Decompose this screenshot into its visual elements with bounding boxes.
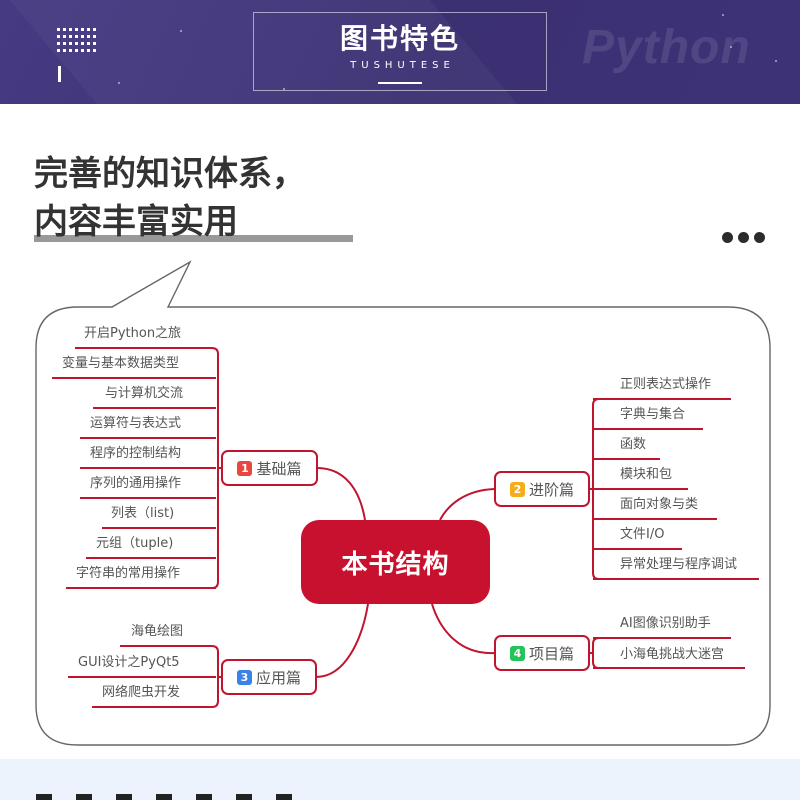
- leaf-item: 开启Python之旅: [84, 326, 182, 341]
- headline: 完善的知识体系， 内容丰富实用: [34, 150, 306, 246]
- headline-underline-bar: [34, 235, 353, 242]
- leaf-item: 正则表达式操作: [620, 377, 712, 392]
- banner-title: 图书特色: [339, 22, 460, 55]
- branch-advanced: 2 进阶篇: [494, 471, 590, 507]
- more-dots-icon: [722, 232, 765, 243]
- star-decoration: [180, 30, 182, 32]
- star-decoration: [283, 88, 285, 90]
- leaf-item: 运算符与表达式: [90, 416, 182, 431]
- leaf-item: 变量与基本数据类型: [62, 356, 180, 371]
- python-watermark: Python: [582, 21, 751, 74]
- leaf-item: 字符串的常用操作: [76, 566, 181, 581]
- branch-label: 应用篇: [255, 668, 301, 687]
- next-section-heading-clipped: [36, 794, 292, 800]
- branch-label: 项目篇: [528, 644, 574, 663]
- headline-line-1: 完善的知识体系，: [34, 154, 306, 194]
- leaf-item: 字典与集合: [620, 407, 686, 422]
- badge-number: 1: [237, 460, 253, 476]
- badge-number: 3: [236, 669, 252, 685]
- leaf-item: 元组（tuple): [96, 536, 174, 551]
- leaf-item: 异常处理与程序调试: [620, 557, 738, 572]
- headline-line-2: 内容丰富实用: [34, 202, 238, 242]
- banner-title-box: 图书特色 TUSHUTESE: [253, 12, 547, 91]
- branch-projects: 4 项目篇: [494, 635, 590, 671]
- leaf-item: 程序的控制结构: [90, 446, 182, 461]
- leaf-item: 序列的通用操作: [90, 476, 182, 491]
- star-decoration: [730, 46, 732, 48]
- badge-number: 4: [509, 645, 525, 661]
- vertical-bar-icon: [58, 66, 61, 82]
- leaf-item: 函数: [620, 437, 647, 452]
- leaf-item: 网络爬虫开发: [102, 685, 181, 700]
- leaf-item: AI图像识别助手: [620, 616, 711, 631]
- star-decoration: [722, 14, 724, 16]
- header-banner: 图书特色 TUSHUTESE Python: [0, 0, 800, 104]
- leaf-item: 列表（list): [111, 506, 175, 521]
- mindmap-root: 本书结构: [301, 520, 490, 604]
- leaf-item: 与计算机交流: [105, 386, 184, 401]
- star-decoration: [118, 82, 120, 84]
- leaf-item: 模块和包: [620, 467, 673, 482]
- leaf-item: 小海龟挑战大迷宫: [620, 647, 725, 662]
- badge-number: 2: [509, 481, 525, 497]
- leaf-item: 面向对象与类: [620, 497, 699, 512]
- title-underline: [378, 82, 422, 84]
- dot-grid-icon: [57, 28, 96, 52]
- leaf-item: 文件I/O: [620, 527, 665, 542]
- next-section-band: [0, 759, 800, 800]
- leaf-item: 海龟绘图: [131, 624, 184, 639]
- leaf-item: GUI设计之PyQt5: [78, 655, 180, 670]
- speech-bubble-outline: [35, 260, 771, 746]
- star-decoration: [775, 60, 777, 62]
- branch-application: 3 应用篇: [221, 659, 317, 695]
- branch-label: 进阶篇: [528, 480, 574, 499]
- branch-basics: 1 基础篇: [221, 450, 318, 486]
- branch-label: 基础篇: [256, 459, 302, 478]
- banner-subtitle: TUSHUTESE: [350, 60, 455, 71]
